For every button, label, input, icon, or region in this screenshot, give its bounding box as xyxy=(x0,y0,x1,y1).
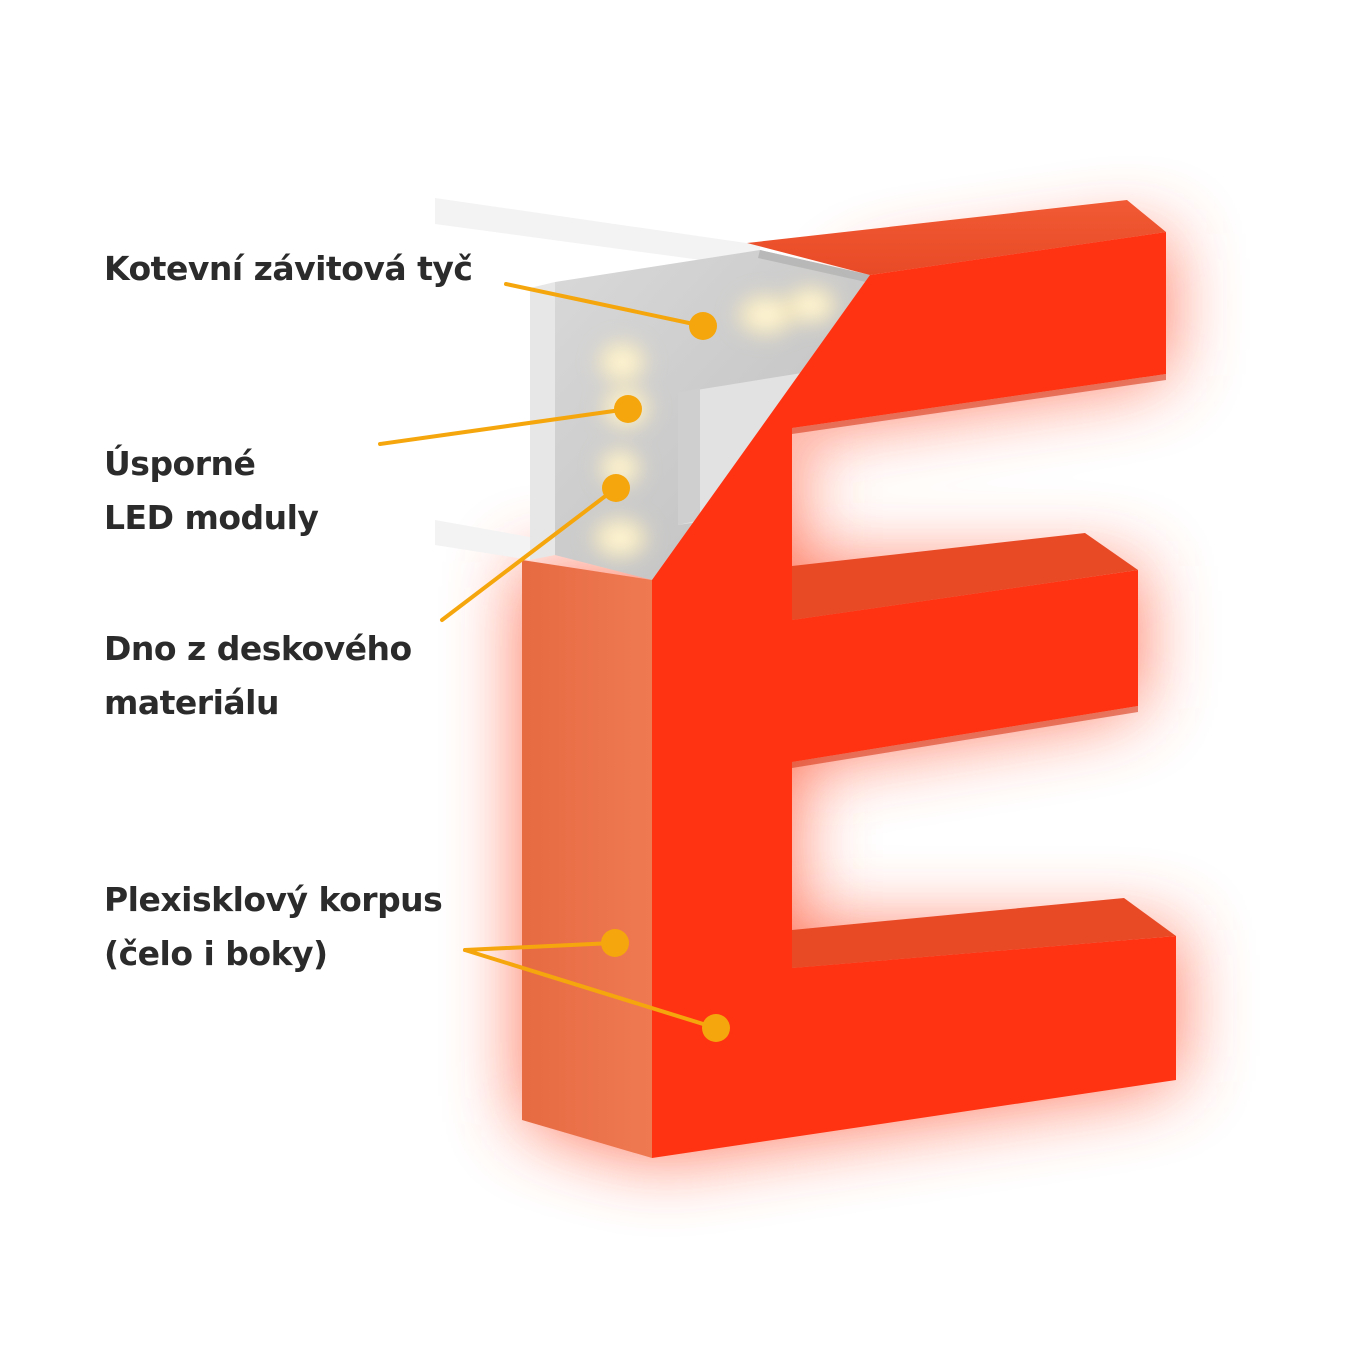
label-base-board: Dno z deskového materiálu xyxy=(104,622,412,730)
label-plexi-body-line2: (čelo i boky) xyxy=(104,934,328,973)
label-plexi-body-line1: Plexisklový korpus xyxy=(104,880,443,919)
leader-anchor-rod xyxy=(504,282,705,328)
leader-lines xyxy=(378,282,718,1030)
leader-plexi-side xyxy=(463,941,615,952)
dot-plexi-front xyxy=(702,1014,730,1042)
label-base-board-line2: materiálu xyxy=(104,683,279,722)
label-led-modules-line2: LED moduly xyxy=(104,498,319,537)
leader-plexi-front xyxy=(463,948,718,1030)
label-plexi-body: Plexisklový korpus (čelo i boky) xyxy=(104,873,443,981)
dot-plexi-side xyxy=(601,929,629,957)
label-anchor-rod-line1: Kotevní závitová tyč xyxy=(104,249,473,288)
leader-base-board xyxy=(440,486,618,622)
dot-anchor-rod xyxy=(689,312,717,340)
letter-e xyxy=(522,200,1176,1158)
label-led-modules: Úsporné LED moduly xyxy=(104,437,319,545)
label-led-modules-line1: Úsporné xyxy=(104,444,256,483)
label-anchor-rod: Kotevní závitová tyč xyxy=(104,242,473,296)
dot-led-modules xyxy=(614,395,642,423)
dot-base-board xyxy=(602,474,630,502)
label-base-board-line1: Dno z deskového xyxy=(104,629,412,668)
leader-led-modules xyxy=(378,407,630,446)
wall-panel xyxy=(435,198,760,560)
leader-dots xyxy=(601,312,730,1042)
